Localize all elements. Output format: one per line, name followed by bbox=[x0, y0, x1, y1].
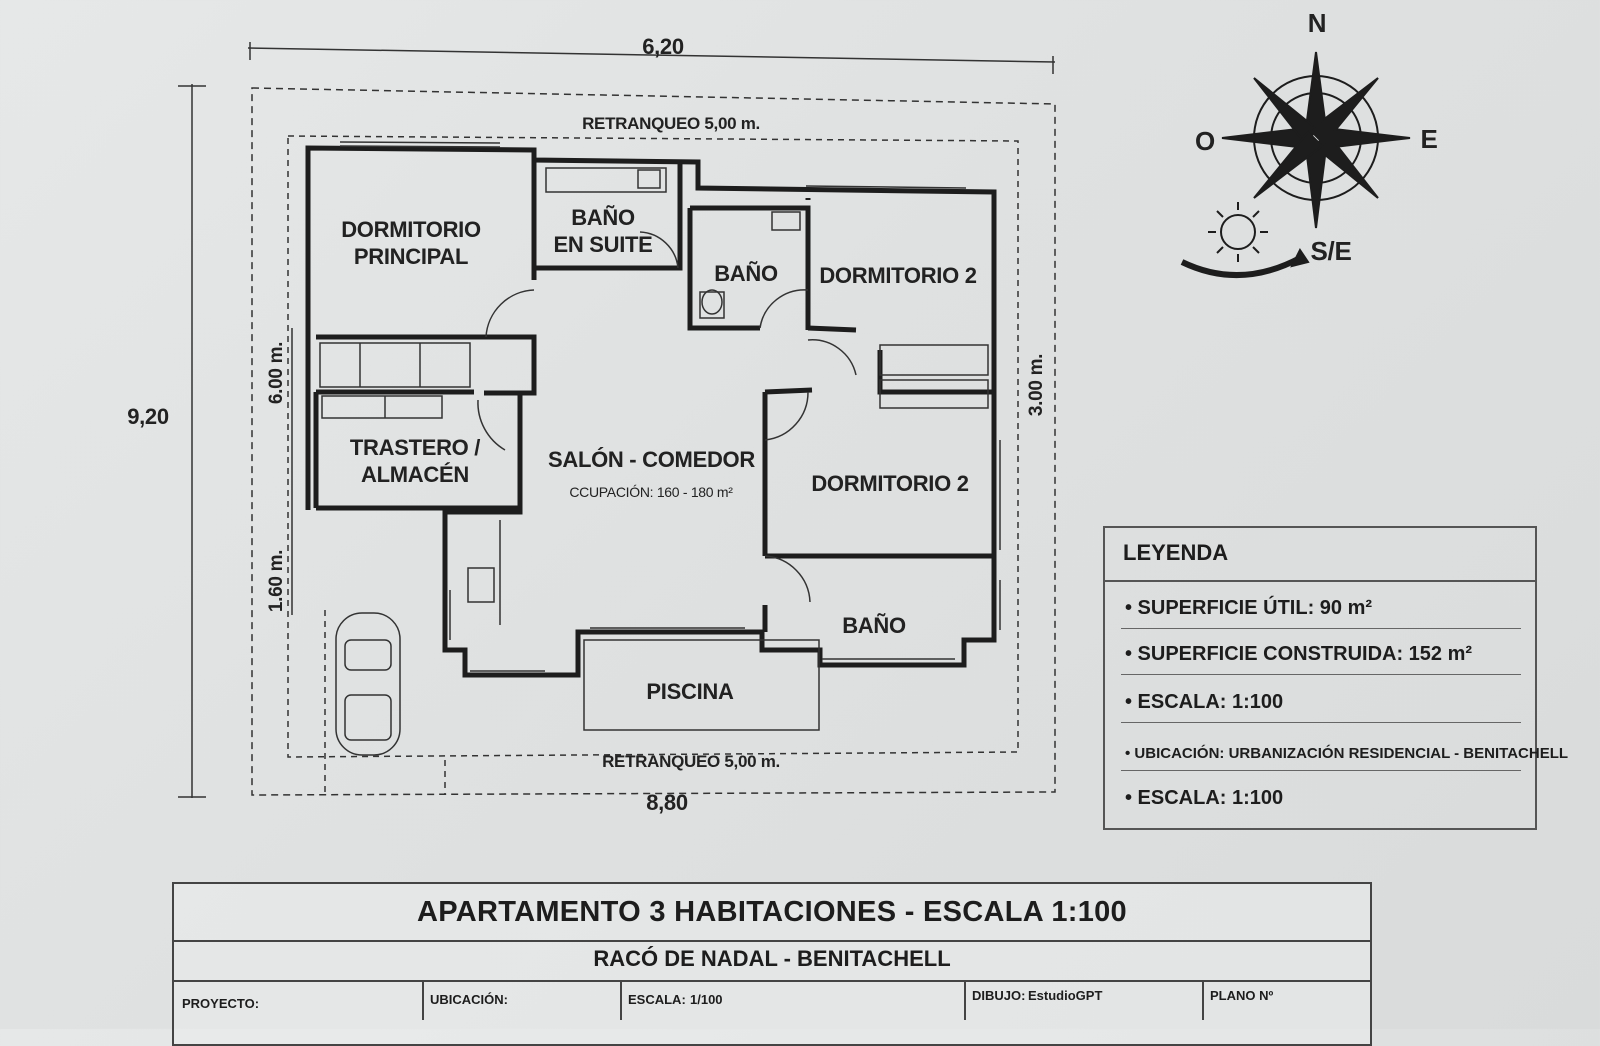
plan-subtitle: RACÓ DE NADAL - BENITACHELL bbox=[593, 946, 951, 971]
legend-title: LEYENDA bbox=[1123, 540, 1229, 565]
label-dormitorio-2b: DORMITORIO 2 bbox=[811, 471, 969, 496]
label-dormitorio-principal: DORMITORIO PRINCIPAL bbox=[340, 216, 482, 270]
legend-item: • ESCALA: 1:100 bbox=[1121, 772, 1521, 818]
tb-proyecto-label: PROYECTO: bbox=[182, 996, 260, 1011]
tb-dibujo-label: DIBUJO: bbox=[972, 988, 1026, 1003]
tb-proyecto: PROYECTO: bbox=[174, 984, 422, 1014]
dim-left-upper: 6.00 m. bbox=[266, 341, 287, 405]
dim-bottom: 8,80 bbox=[646, 790, 688, 815]
legend-item: • SUPERFICIE ÚTIL: 90 m² bbox=[1121, 582, 1521, 629]
dim-left-lower: 1.60 m. bbox=[266, 549, 287, 613]
setback-top: RETRANQUEO 5,00 m. bbox=[582, 114, 760, 133]
label-trastero: TRASTERO / ALMACÉN bbox=[340, 434, 490, 488]
compass-se: S/E bbox=[1310, 236, 1352, 266]
tb-escala: ESCALA: 1/100 bbox=[620, 984, 964, 1014]
legend-item-text: • SUPERFICIE CONSTRUIDA: 152 m² bbox=[1125, 643, 1473, 665]
legend-item-text: • ESCALA: 1:100 bbox=[1125, 787, 1284, 809]
label-dormitorio-2a: DORMITORIO 2 bbox=[819, 263, 977, 288]
tb-dibujo: DIBUJO: EstudioGPT bbox=[964, 984, 1202, 1014]
label-bano-2: BAÑO bbox=[842, 613, 906, 638]
label-bano-suite-line1: BAÑO bbox=[571, 205, 635, 230]
compass-e: E bbox=[1420, 124, 1438, 154]
tb-escala-value: 1/100 bbox=[690, 992, 723, 1007]
label-ocupacion: CCUPACIÓN: 160 - 180 m² bbox=[569, 484, 733, 500]
compass-o: O bbox=[1195, 126, 1215, 156]
setback-bottom: RETRANQUEO 5,00 m. bbox=[602, 752, 780, 771]
label-bano-en-suite: BAÑO EN SUITE bbox=[548, 204, 658, 258]
legend-box: LEYENDA • SUPERFICIE ÚTIL: 90 m² • SUPER… bbox=[1103, 526, 1568, 830]
label-bano-1: BAÑO bbox=[714, 261, 778, 286]
legend-item-text: • ESCALA: 1:100 bbox=[1125, 691, 1284, 713]
label-bano-suite-line2: EN SUITE bbox=[553, 232, 653, 257]
label-piscina: PISCINA bbox=[646, 679, 734, 704]
tb-dibujo-value: EstudioGPT bbox=[1028, 988, 1103, 1003]
legend-item: • ESCALA: 1:100 bbox=[1121, 676, 1521, 723]
dim-right: 3.00 m. bbox=[1026, 353, 1047, 417]
compass-n: N bbox=[1307, 8, 1327, 38]
label-salon-comedor: SALÓN - COMEDOR bbox=[548, 447, 755, 472]
legend-item-text: • SUPERFICIE ÚTIL: 90 m² bbox=[1125, 597, 1373, 619]
label-dormitorio-principal-line1: DORMITORIO bbox=[341, 217, 481, 242]
tb-escala-label: ESCALA: bbox=[628, 992, 686, 1007]
legend-item: • UBICACIÓN: URBANIZACIÓN RESIDENCIAL - … bbox=[1121, 724, 1568, 771]
tb-ubicacion-label: UBICACIÓN: bbox=[430, 992, 508, 1007]
tb-plano: PLANO Nº bbox=[1202, 984, 1370, 1014]
label-trastero-line2: ALMACÉN bbox=[361, 462, 469, 487]
tb-plano-label: PLANO Nº bbox=[1210, 988, 1274, 1003]
dim-left: 9,20 bbox=[127, 404, 169, 429]
legend-item: • SUPERFICIE CONSTRUIDA: 152 m² bbox=[1121, 628, 1521, 675]
dim-top: 6,20 bbox=[642, 34, 684, 59]
legend-item-text: • UBICACIÓN: URBANIZACIÓN RESIDENCIAL - … bbox=[1125, 745, 1569, 762]
legend-header: LEYENDA bbox=[1105, 528, 1535, 582]
title-block: APARTAMENTO 3 HABITACIONES - ESCALA 1:10… bbox=[172, 882, 1372, 1046]
label-trastero-line1: TRASTERO / bbox=[349, 435, 481, 460]
label-dormitorio-principal-line2: PRINCIPAL bbox=[353, 244, 469, 269]
tb-ubicacion: UBICACIÓN: bbox=[422, 984, 620, 1014]
plan-title: APARTAMENTO 3 HABITACIONES - ESCALA 1:10… bbox=[417, 896, 1127, 928]
